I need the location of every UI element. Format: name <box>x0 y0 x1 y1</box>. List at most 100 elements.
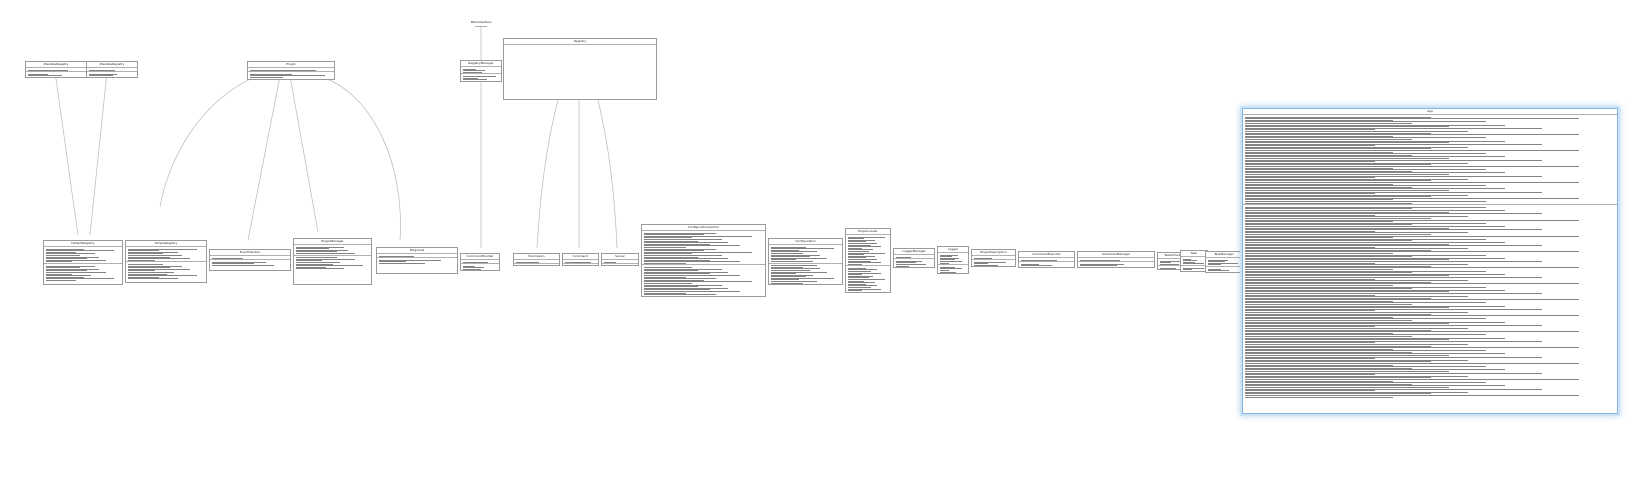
method-line <box>1245 324 1542 326</box>
attributes-section <box>894 255 934 258</box>
method-line <box>296 266 326 268</box>
attribute-line <box>1245 151 1394 153</box>
class-box[interactable]: RegistryManager <box>460 60 502 82</box>
attribute-line <box>1245 194 1468 196</box>
attribute-line <box>771 260 813 262</box>
class-box[interactable]: CommandExecutor <box>1018 251 1075 268</box>
method-line <box>1245 218 1431 219</box>
attributes-section <box>87 68 137 71</box>
method-line <box>89 73 118 75</box>
attribute-line <box>1183 261 1195 263</box>
attribute-line <box>771 248 834 250</box>
class-box[interactable]: Permission <box>513 253 560 266</box>
method-line <box>848 291 873 292</box>
method-line <box>1245 396 1394 398</box>
method-line <box>46 267 80 269</box>
method-line <box>896 260 922 262</box>
method-line <box>89 76 132 77</box>
attribute-line <box>1245 154 1412 156</box>
class-box[interactable]: PluginLoader <box>845 228 891 293</box>
method-line <box>1021 265 1053 267</box>
method-line <box>1245 350 1487 352</box>
attribute-line <box>848 250 869 252</box>
class-box[interactable]: IIterableRegistry <box>86 61 138 78</box>
method-line <box>1245 238 1487 240</box>
attribute-line <box>644 235 752 237</box>
methods-section <box>846 265 890 292</box>
class-box[interactable]: LoggerManager <box>893 248 935 268</box>
method-line <box>1245 316 1394 318</box>
attribute-line <box>1245 156 1505 158</box>
class-box[interactable]: Logger <box>937 246 969 274</box>
method-line <box>1245 225 1505 227</box>
class-box[interactable]: SimpleRegistry <box>125 240 207 283</box>
attributes-section <box>210 256 290 259</box>
class-box[interactable]: Command <box>562 253 599 266</box>
attribute-line <box>644 251 752 253</box>
method-line <box>1245 237 1394 239</box>
attribute-line <box>1245 197 1579 199</box>
class-box[interactable]: IIterableRegistry <box>25 61 87 78</box>
attribute-line <box>974 257 992 259</box>
method-line <box>1245 386 1450 388</box>
attribute-line <box>604 261 616 263</box>
class-box[interactable]: TaskManager <box>1205 251 1243 273</box>
method-line <box>1245 361 1431 363</box>
method-line <box>1245 227 1450 229</box>
class-title: Logger <box>938 247 968 253</box>
connector <box>597 99 618 249</box>
attribute-line <box>940 260 962 262</box>
attribute-line <box>848 239 875 241</box>
class-box[interactable]: SchedulerManager <box>1077 251 1155 268</box>
class-box[interactable]: CommandHandler <box>460 253 500 271</box>
attribute-line <box>46 256 99 258</box>
method-line <box>1245 377 1431 379</box>
methods-section <box>1181 264 1207 271</box>
attribute-line <box>463 68 476 70</box>
methods-section <box>461 263 499 270</box>
method-line <box>848 280 865 282</box>
class-box-selected[interactable]: App <box>1242 108 1618 414</box>
class-box[interactable]: DefaultRegistry <box>43 240 123 285</box>
class-box[interactable]: Server <box>601 253 639 266</box>
class-box[interactable]: Configuration <box>768 238 843 285</box>
attributes-section <box>377 254 457 257</box>
method-line <box>1245 367 1412 369</box>
method-line <box>771 273 796 275</box>
method-line <box>848 288 881 290</box>
method-line <box>1245 262 1375 264</box>
method-line <box>463 267 484 269</box>
method-line <box>46 271 106 273</box>
attributes-section <box>26 68 86 71</box>
class-box[interactable]: ConfigurationSection <box>641 224 766 297</box>
method-line <box>1245 261 1542 263</box>
method-line <box>1245 307 1450 309</box>
method-line <box>1245 358 1375 360</box>
method-line <box>1245 208 1412 210</box>
class-box[interactable]: Plugin <box>247 61 335 80</box>
method-line <box>1245 315 1579 317</box>
attribute-line <box>296 246 345 248</box>
attribute-line <box>940 257 959 259</box>
attributes-section <box>461 260 499 263</box>
attribute-line <box>644 248 716 250</box>
method-line <box>46 279 76 281</box>
class-box[interactable]: PluginManager <box>293 238 372 285</box>
methods-section <box>44 262 122 281</box>
attribute-line <box>940 254 958 256</box>
class-box[interactable]: Task <box>1180 250 1208 272</box>
class-box[interactable]: EventHandler <box>209 249 291 271</box>
method-line <box>28 73 48 75</box>
method-line <box>1245 235 1579 237</box>
class-main-interface[interactable]: MainInterface <box>466 20 496 24</box>
attribute-line <box>940 259 955 261</box>
class-box[interactable]: PluginDescription <box>971 249 1016 267</box>
attribute-line <box>848 244 871 246</box>
class-box[interactable]: Registry <box>503 38 657 100</box>
attribute-line <box>89 69 115 71</box>
attribute-line <box>644 258 728 260</box>
class-box[interactable]: PluginList <box>376 247 458 274</box>
class-title: CommandExecutor <box>1019 252 1074 258</box>
method-line <box>1245 241 1505 243</box>
